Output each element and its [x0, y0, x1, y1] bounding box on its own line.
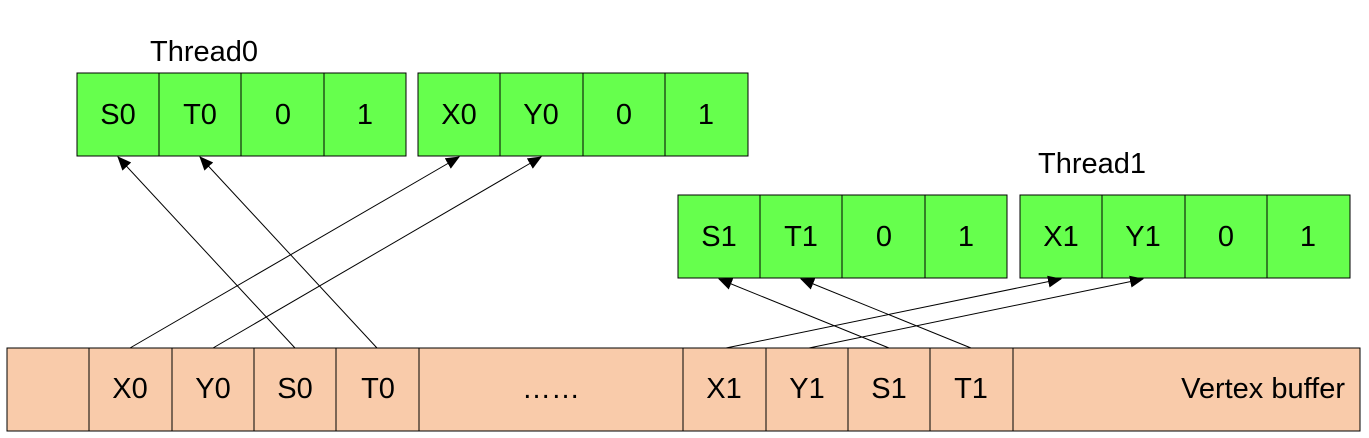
register-cell: S0	[100, 99, 135, 131]
register-cell: T0	[183, 99, 217, 131]
thread1-register-st: S1 T1 0 1	[677, 194, 1008, 279]
arrow-y1	[808, 275, 1144, 349]
thread1-register-xy: X1 Y1 0 1	[1019, 194, 1351, 279]
buffer-cell: X0	[112, 373, 147, 405]
arrow-s0	[117, 156, 296, 349]
buffer-cell: S0	[277, 373, 312, 405]
register-cell: 0	[616, 99, 632, 131]
thread1-label: Thread1	[1038, 148, 1146, 180]
register-cell: 0	[275, 99, 291, 131]
arrow-y0	[212, 156, 542, 349]
thread0-register-st: S0 T0 0 1	[76, 72, 407, 157]
thread0-arrows	[117, 156, 542, 349]
buffer-cell: Y0	[195, 373, 230, 405]
register-cell: T1	[784, 221, 818, 253]
register-cell: Y0	[523, 99, 558, 131]
buffer-cell: Y1	[789, 373, 824, 405]
arrow-t1	[800, 278, 972, 349]
register-cell: 0	[1218, 221, 1234, 253]
register-cell: 1	[698, 99, 714, 131]
buffer-cell: T1	[954, 373, 988, 405]
buffer-ellipsis: ……	[522, 373, 580, 405]
arrow-t0	[199, 156, 378, 349]
register-cell: 1	[357, 99, 373, 131]
buffer-cell: S1	[871, 373, 906, 405]
register-cell: X0	[441, 99, 476, 131]
register-cell: Y1	[1125, 221, 1160, 253]
thread0-label: Thread0	[150, 36, 258, 68]
thread1-arrows	[718, 275, 1144, 349]
register-cell: 1	[1300, 221, 1316, 253]
thread0-register-xy: X0 Y0 0 1	[417, 72, 749, 157]
register-cell: 0	[876, 221, 892, 253]
register-cell: 1	[958, 221, 974, 253]
buffer-cell: X1	[706, 373, 741, 405]
arrow-x0	[129, 156, 460, 349]
arrow-s1	[718, 278, 890, 349]
vertex-buffer: X0 Y0 S0 T0 …… X1 Y1 S1 T1 Vertex buffer	[6, 347, 1361, 432]
register-cell: S1	[701, 221, 736, 253]
buffer-cell: T0	[361, 373, 395, 405]
vertex-buffer-label: Vertex buffer	[1181, 373, 1345, 405]
arrow-x1	[725, 275, 1062, 349]
register-cell: X1	[1043, 221, 1078, 253]
